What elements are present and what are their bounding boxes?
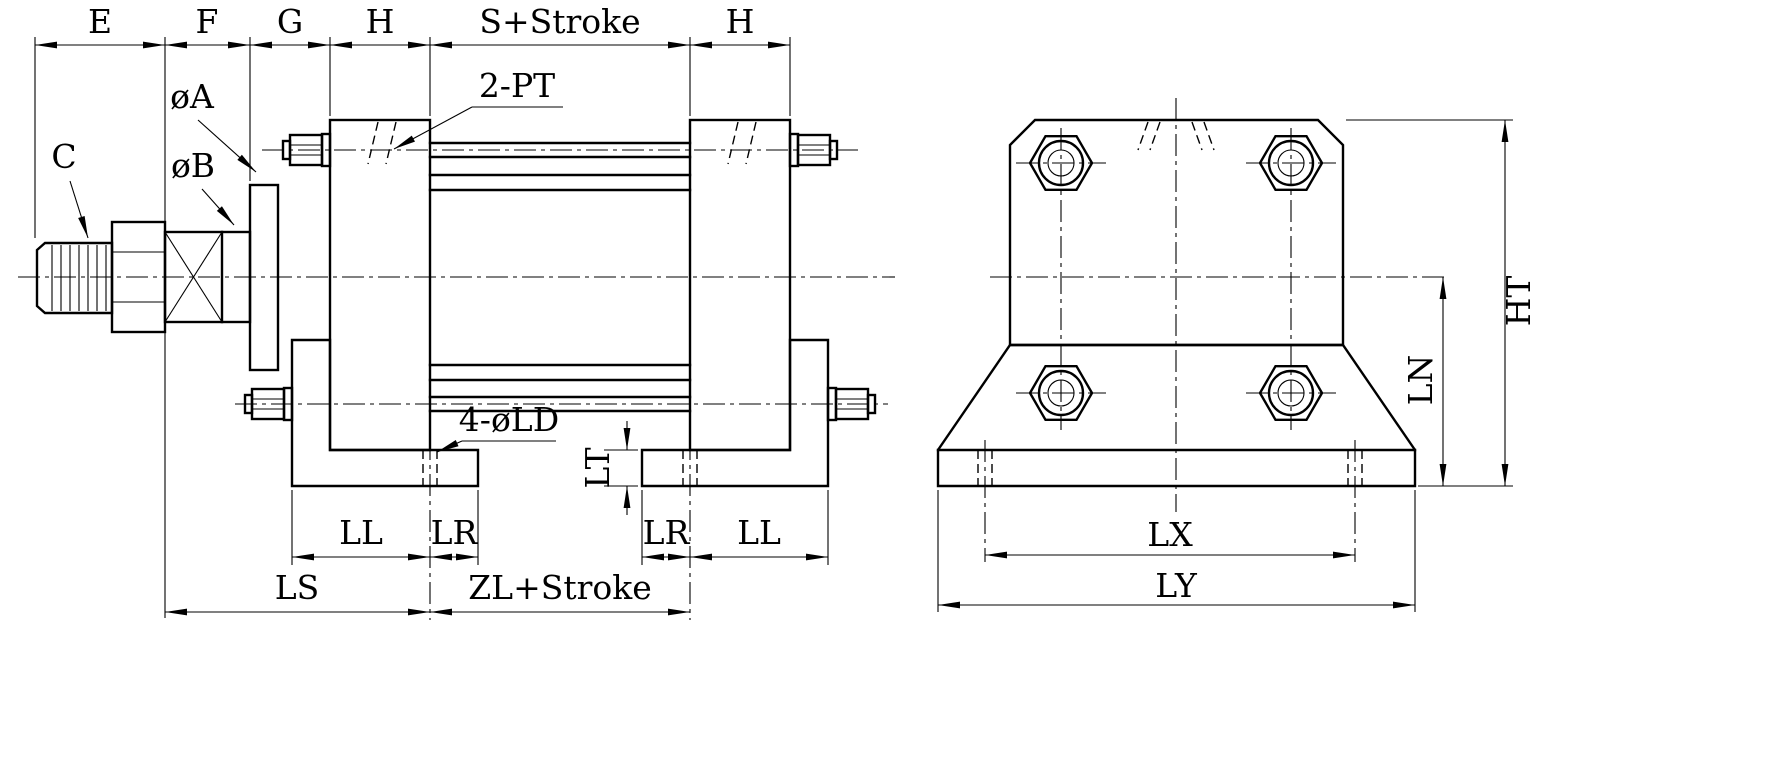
dim-label-ln: LN [1401,355,1440,406]
dim-label-h-right: H [726,2,755,41]
end-view-labels: HT LN LX LY [1147,276,1538,605]
end-view-foot [936,343,1417,488]
front-head [328,118,432,452]
callout-foot-holes: 4-øLD [459,400,559,439]
rod-gland-plate [248,183,280,372]
dim-label-ls: LS [275,568,320,607]
side-view: E F G H S+Stroke H 2-PT øA øB C 4-øLD LL… [18,2,895,620]
foot-bracket-right [640,338,830,488]
dim-label-ly: LY [1155,566,1198,605]
dim-label-lr-right: LR [643,513,691,552]
end-view-port-hidden-lines [1137,121,1215,151]
callout-dia-b: øB [171,146,215,185]
dim-label-g: G [277,2,303,41]
tie-rods [428,141,692,413]
dim-label-s-stroke: S+Stroke [479,2,640,41]
side-view-labels: E F G H S+Stroke H 2-PT øA øB C 4-øLD LL… [51,2,781,607]
dim-label-e: E [88,2,112,41]
rear-head [688,118,792,452]
dim-label-ll-right: LL [737,513,781,552]
side-view-dimension-lines [34,37,829,618]
dim-label-h-left: H [366,2,395,41]
dim-label-ht: HT [1499,276,1538,327]
end-view-center-lines [984,98,1448,562]
dim-label-lr-left: LR [431,513,479,552]
dim-label-lt: LT [578,447,617,488]
dim-label-zl-stroke: ZL+Stroke [468,568,652,607]
callout-c: C [51,137,76,176]
dim-label-lx: LX [1147,515,1193,554]
end-view-dimension-lines [937,119,1513,612]
dim-label-ll-left: LL [339,513,383,552]
callout-dia-a: øA [170,77,215,116]
end-view: HT LN LX LY [936,98,1538,612]
callout-port-2pt: 2-PT [479,66,555,105]
foot-bracket-left [290,338,480,488]
port-hidden-lines [367,121,757,165]
rod-thread [35,241,114,315]
dim-label-f: F [196,2,219,41]
cylinder-tube [428,173,692,382]
